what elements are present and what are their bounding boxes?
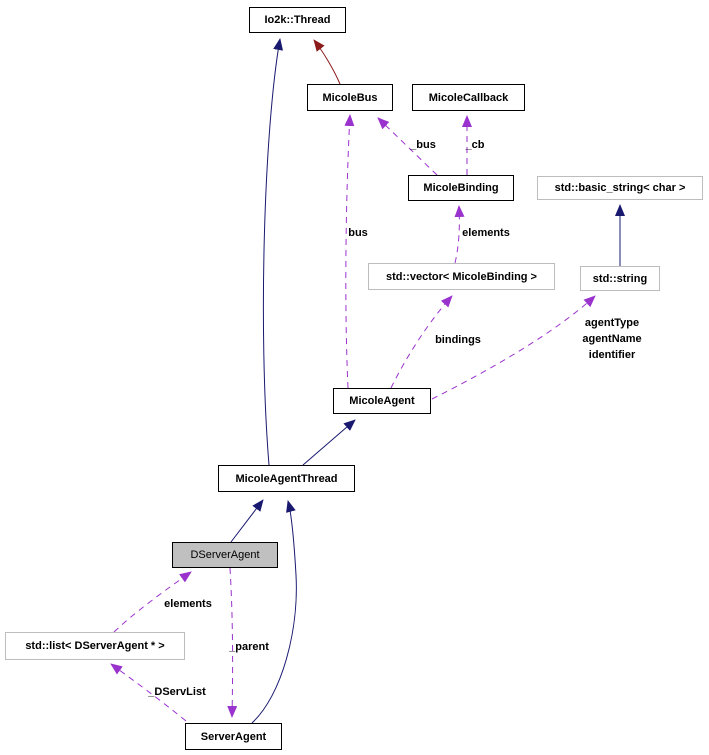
edge-micoleagent-stdvector: [390, 295, 453, 389]
node-io2k-thread[interactable]: Io2k::Thread: [249, 7, 346, 33]
node-micole-callback[interactable]: MicoleCallback: [412, 84, 525, 111]
edge-micoleagentthread-micoleagent: [302, 419, 356, 466]
edge-dserveragent-micoleagentthread: [230, 499, 264, 543]
edge-label-cb: _cb: [465, 139, 485, 151]
edge-serveragent-micoleagentthread: [251, 500, 297, 724]
edge-label-elements-vector: elements: [462, 227, 510, 239]
edge-label-bindings: bindings: [435, 334, 481, 346]
edge-micoleagentthread-io2kthread: [262, 38, 284, 466]
edge-label-agent-string-members: agentType agentName identifier: [582, 317, 642, 361]
node-server-agent[interactable]: ServerAgent: [185, 723, 282, 750]
edge-stdlist-dserveragent: [113, 571, 192, 633]
node-micole-agent-thread[interactable]: MicoleAgentThread: [218, 465, 355, 492]
edge-serveragent-stdlist: [110, 663, 187, 722]
edge-label-elements-list: elements: [164, 598, 212, 610]
node-micole-agent[interactable]: MicoleAgent: [333, 388, 431, 414]
node-std-list[interactable]: std::list< DServerAgent * >: [5, 632, 185, 660]
edge-label-dservlist: _DServList: [148, 686, 206, 698]
edge-label-bus-member: _bus: [410, 139, 436, 151]
node-dserver-agent[interactable]: DServerAgent: [172, 542, 278, 568]
edge-stdvector-micolebinding: [454, 205, 465, 264]
node-std-vector[interactable]: std::vector< MicoleBinding >: [368, 263, 555, 290]
edge-micoleagent-stdstring: [431, 295, 596, 400]
edge-micoleagent-micolebus: [344, 114, 355, 389]
edge-micolebinding-micolebus: [377, 117, 438, 176]
node-std-basic-string[interactable]: std::basic_string< char >: [537, 176, 703, 200]
edge-micolebus-io2kthread: [313, 39, 341, 85]
node-micole-binding[interactable]: MicoleBinding: [408, 175, 514, 201]
node-std-string[interactable]: std::string: [580, 266, 660, 291]
edge-label-parent: _parent: [229, 641, 269, 653]
node-micole-bus[interactable]: MicoleBus: [307, 84, 393, 111]
edge-label-bus: bus: [348, 227, 368, 239]
